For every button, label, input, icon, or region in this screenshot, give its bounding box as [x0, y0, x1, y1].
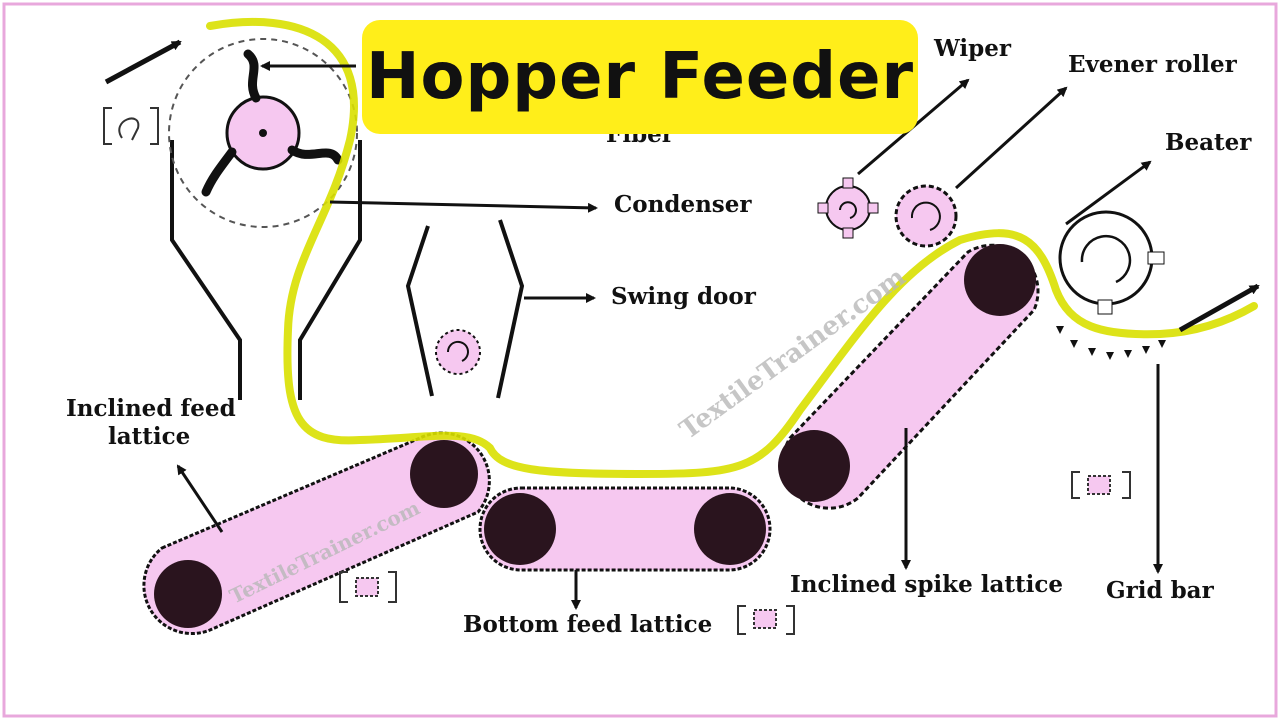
swing-door-roller — [435, 329, 481, 375]
label-inclined-spike-lattice: Inclined spike lattice — [790, 571, 1063, 598]
title-banner: Hopper Feeder — [362, 20, 918, 134]
label-inclined-feed-lattice-line2: lattice — [108, 423, 190, 450]
label-condenser: Condenser — [614, 191, 752, 218]
material-out-arrow — [1178, 283, 1260, 333]
evener-roller — [894, 184, 958, 248]
rotation-symbol-lattice — [339, 571, 397, 603]
swing-door-walls — [405, 219, 525, 399]
bottom-feed-lattice — [478, 486, 772, 572]
label-evener-roller: Evener roller — [1068, 51, 1238, 78]
page-title: Hopper Feeder — [365, 40, 915, 114]
rotation-symbol-hopper — [103, 107, 159, 145]
grid-bar — [1056, 326, 1166, 360]
label-wiper: Wiper — [933, 35, 1012, 62]
inclined-spike-lattice — [778, 243, 1040, 510]
rotation-symbol-grid — [1071, 471, 1131, 499]
label-beater: Beater — [1165, 129, 1252, 156]
inclined-feed-lattice — [142, 431, 491, 636]
wiper-roller — [817, 177, 879, 239]
material-flow-path — [206, 17, 1258, 478]
label-inclined-feed-lattice-line1: Inclined feed — [66, 395, 236, 422]
condenser-drum — [168, 38, 358, 228]
label-grid-bar: Grid bar — [1106, 577, 1215, 604]
material-in-arrow — [104, 39, 182, 85]
leader-arrows — [176, 61, 1163, 610]
hopper-walls — [170, 140, 362, 400]
beater-roller — [1058, 210, 1165, 315]
rotation-symbol-bottom — [737, 605, 795, 635]
label-swing-door: Swing door — [611, 283, 757, 310]
label-bottom-feed-lattice: Bottom feed lattice — [463, 611, 712, 638]
